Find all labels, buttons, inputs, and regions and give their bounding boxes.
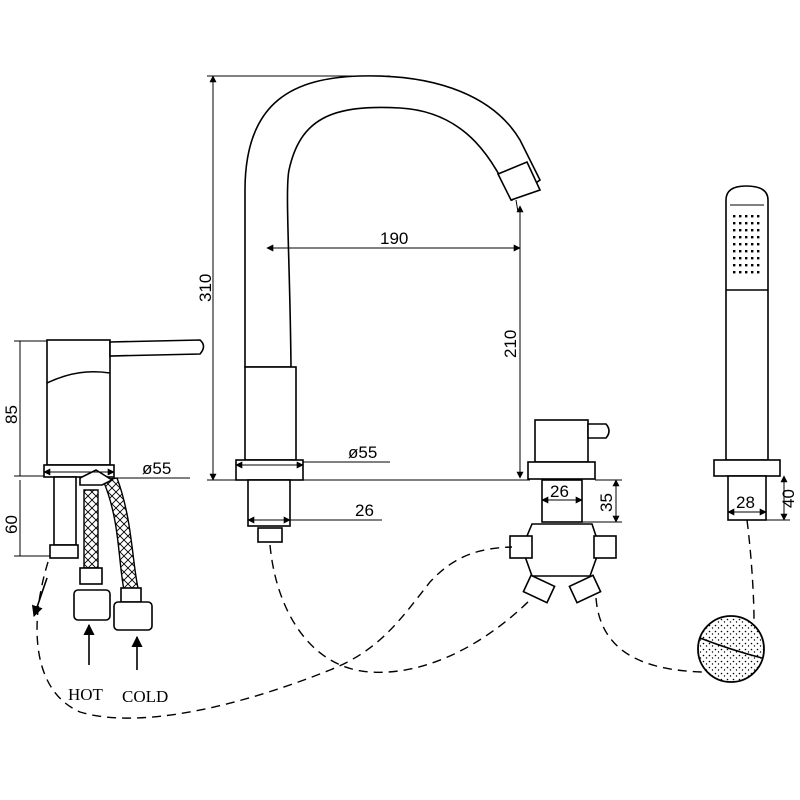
hot-hose-ferrule xyxy=(79,567,103,585)
spray-nozzle xyxy=(751,229,754,232)
spray-nozzle xyxy=(739,257,742,260)
spout-aerator xyxy=(496,160,542,201)
diverter-knob xyxy=(534,419,589,463)
spray-nozzle xyxy=(745,229,748,232)
mixer-body-seam xyxy=(46,370,111,384)
spray-nozzle xyxy=(745,215,748,218)
spout-tail xyxy=(247,479,291,527)
spray-nozzle xyxy=(745,222,748,225)
lever-mixer: HOT COLD 85 60 ø55 xyxy=(2,339,205,706)
spray-nozzle xyxy=(751,264,754,267)
spray-nozzle xyxy=(739,229,742,232)
cold-connector-nut xyxy=(113,601,153,631)
mixer-tail-nut xyxy=(49,544,79,559)
dim-60: 60 xyxy=(2,515,21,534)
diverter-inlet-left xyxy=(509,535,533,559)
dim-diverter-body: 26 xyxy=(550,482,569,501)
hot-hose xyxy=(83,489,99,569)
shower-handset: 28 40 xyxy=(697,185,798,683)
spray-nozzle xyxy=(757,271,760,274)
spray-nozzle xyxy=(733,236,736,239)
hose-handset-drop xyxy=(746,519,755,621)
diverter-outlet-left xyxy=(522,574,556,604)
dim-holder-diameter: 28 xyxy=(736,493,755,512)
dim-mixer-diameter: ø55 xyxy=(142,459,171,478)
spray-nozzle xyxy=(745,236,748,239)
spray-nozzle xyxy=(733,264,736,267)
handset-handle xyxy=(725,185,769,461)
cold-hose-ferrule xyxy=(120,587,142,603)
dim-spout-tail: 26 xyxy=(355,501,374,520)
diverter-inlet-right xyxy=(593,535,617,559)
diverter-base xyxy=(527,461,596,480)
spout-tail-nut xyxy=(257,527,283,543)
outflow-arrow xyxy=(31,577,48,618)
diverter-outlet-right xyxy=(568,574,602,604)
spray-nozzle xyxy=(739,271,742,274)
handset-holder-flange xyxy=(713,459,781,477)
spray-nozzle xyxy=(751,257,754,260)
mixer-lever xyxy=(109,339,205,357)
spray-nozzle xyxy=(757,257,760,260)
spray-nozzle xyxy=(733,250,736,253)
spray-nozzle xyxy=(733,215,736,218)
spray-nozzle xyxy=(739,215,742,218)
spray-nozzle xyxy=(745,250,748,253)
hot-connector-nut xyxy=(73,589,111,621)
dim-spout-diameter: ø55 xyxy=(348,443,377,462)
spray-nozzle xyxy=(733,222,736,225)
mixer-body xyxy=(46,339,111,466)
spray-nozzle xyxy=(751,250,754,253)
spout-neck xyxy=(244,75,542,368)
diverter-lever xyxy=(587,423,610,439)
cold-label: COLD xyxy=(122,687,168,706)
dim-40: 40 xyxy=(779,489,798,508)
spray-nozzle xyxy=(745,271,748,274)
spray-nozzle xyxy=(739,264,742,267)
dim-190: 190 xyxy=(380,229,408,248)
hose-diverter-to-spout xyxy=(269,544,533,673)
spout-body xyxy=(244,366,297,461)
bath-spout: 310 190 210 ø55 26 xyxy=(196,75,542,543)
hose-diverter-to-handset xyxy=(595,597,703,673)
spray-nozzle xyxy=(751,215,754,218)
spray-nozzle xyxy=(739,236,742,239)
spray-nozzle xyxy=(733,229,736,232)
spray-nozzle xyxy=(757,222,760,225)
hose-mixer-to-diverter xyxy=(36,546,513,719)
diverter-valve-body xyxy=(521,523,601,577)
spray-nozzle xyxy=(757,215,760,218)
spray-nozzle xyxy=(745,264,748,267)
spray-nozzle xyxy=(751,271,754,274)
spray-nozzle xyxy=(739,222,742,225)
spray-nozzle xyxy=(757,243,760,246)
dim-210: 210 xyxy=(501,330,520,358)
spray-nozzle xyxy=(733,243,736,246)
spray-nozzle xyxy=(757,229,760,232)
mixer-tail xyxy=(53,476,77,546)
spout-outlet-mark xyxy=(515,199,519,213)
hot-label: HOT xyxy=(68,685,104,704)
spray-nozzle xyxy=(745,257,748,260)
spray-nozzle xyxy=(739,250,742,253)
diverter: 26 35 xyxy=(509,419,622,604)
hose-coil-wrap xyxy=(699,637,763,659)
spray-nozzle xyxy=(733,257,736,260)
spray-nozzle xyxy=(751,222,754,225)
handset-spray-nozzles xyxy=(733,215,760,274)
spray-nozzle xyxy=(751,236,754,239)
spray-nozzle xyxy=(733,271,736,274)
spray-nozzle xyxy=(745,243,748,246)
spray-nozzle xyxy=(739,243,742,246)
spray-nozzle xyxy=(751,243,754,246)
spray-nozzle xyxy=(757,264,760,267)
dim-35: 35 xyxy=(597,493,616,512)
dim-85: 85 xyxy=(2,405,21,424)
spout-base xyxy=(235,459,304,481)
cold-hose xyxy=(101,477,139,591)
spray-nozzle xyxy=(757,250,760,253)
dim-310: 310 xyxy=(196,274,215,302)
spray-nozzle xyxy=(757,236,760,239)
